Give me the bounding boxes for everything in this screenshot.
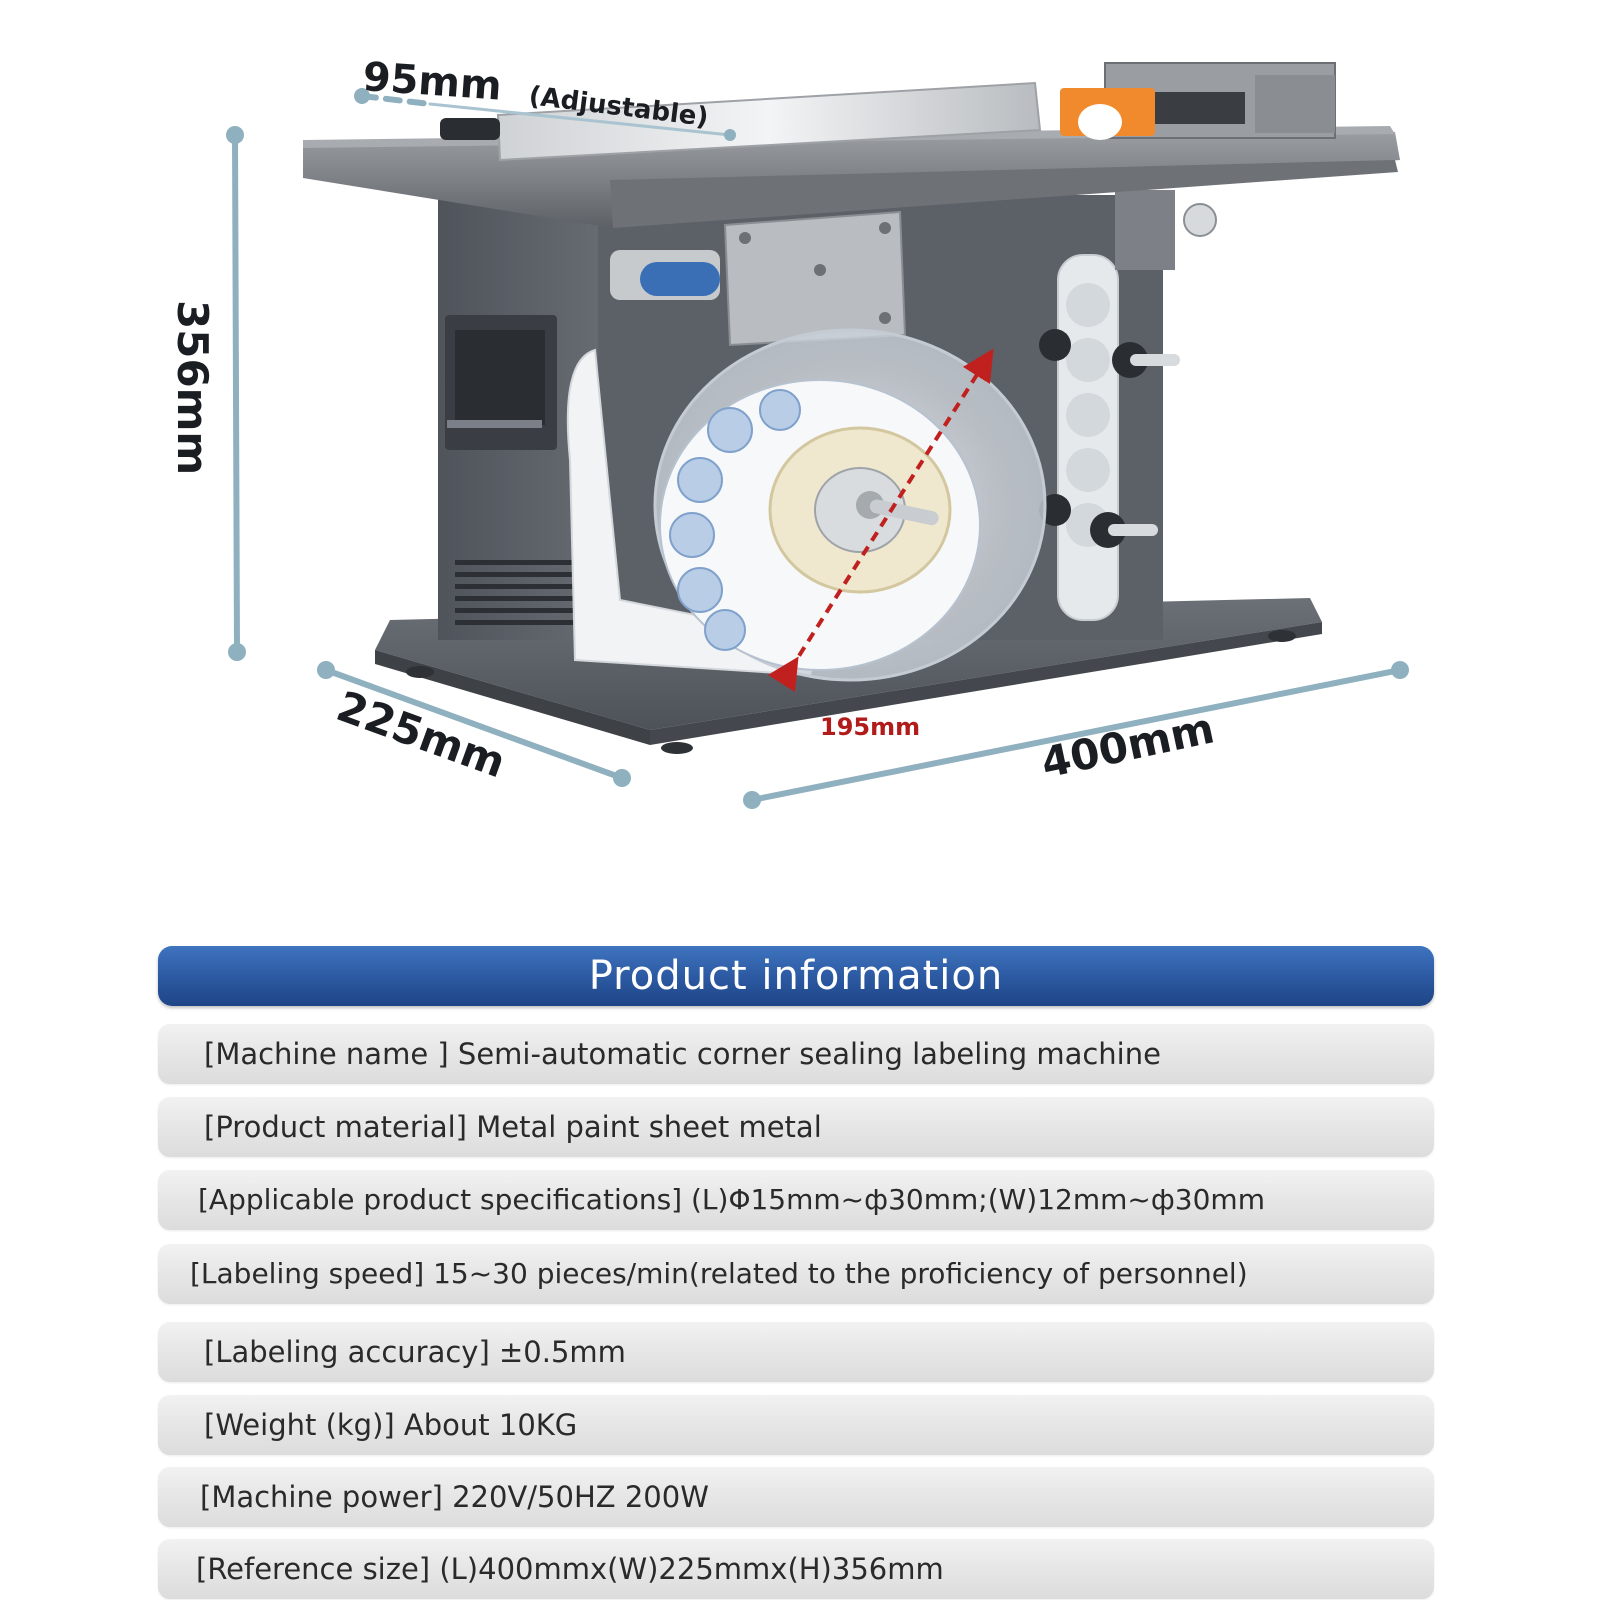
info-row-labeling-accuracy: [Labeling accuracy] ±0.5mm <box>158 1322 1434 1382</box>
roll-diameter-label: 195mm <box>820 713 920 741</box>
label-strip <box>1039 254 1180 621</box>
depth-label: 95mm <box>361 54 503 110</box>
info-row-text: [Reference size] (L)400mmx(W)225mmx(H)35… <box>196 1552 944 1586</box>
roll-diameter-dimension: 195mm <box>767 348 994 741</box>
height-label: 356mm <box>168 300 217 475</box>
info-row-text: [Labeling speed] 15~30 pieces/min(relate… <box>190 1257 1248 1290</box>
info-row-product-material: [Product material] Metal paint sheet met… <box>158 1097 1434 1157</box>
info-row-text: [Machine power] 220V/50HZ 200W <box>200 1480 709 1514</box>
info-row-weight: [Weight (kg)] About 10KG <box>158 1395 1434 1455</box>
machine-figure: 95mm (Adjustable) 356mm 225mm 400mm 195m… <box>168 54 1409 809</box>
feed-roller <box>610 190 1217 347</box>
info-row-machine-name: [Machine name ] Semi-automatic corner se… <box>158 1024 1434 1084</box>
info-row-product-specifications: [Applicable product specifications] (L)Φ… <box>158 1170 1434 1230</box>
vent-grille <box>455 560 580 625</box>
product-info-panel: Product information [Machine name ] Semi… <box>158 946 1434 1599</box>
info-row-text: [Applicable product specifications] (L)Φ… <box>198 1183 1265 1216</box>
info-row-text: [Product material] Metal paint sheet met… <box>204 1110 822 1144</box>
width-label: 225mm <box>331 681 512 787</box>
length-label: 400mm <box>1037 703 1219 787</box>
height-dimension: 356mm <box>168 126 246 661</box>
info-row-text: [Machine name ] Semi-automatic corner se… <box>204 1037 1161 1071</box>
top-work-plate <box>303 62 1400 228</box>
info-row-reference-size: [Reference size] (L)400mmx(W)225mmx(H)35… <box>158 1539 1434 1599</box>
info-row-machine-power: [Machine power] 220V/50HZ 200W <box>158 1467 1434 1527</box>
info-row-text: [Labeling accuracy] ±0.5mm <box>204 1335 626 1369</box>
info-row-labeling-speed: [Labeling speed] 15~30 pieces/min(relate… <box>158 1244 1434 1304</box>
product-info-header: Product information <box>158 946 1434 1006</box>
info-row-text: [Weight (kg)] About 10KG <box>204 1408 578 1442</box>
